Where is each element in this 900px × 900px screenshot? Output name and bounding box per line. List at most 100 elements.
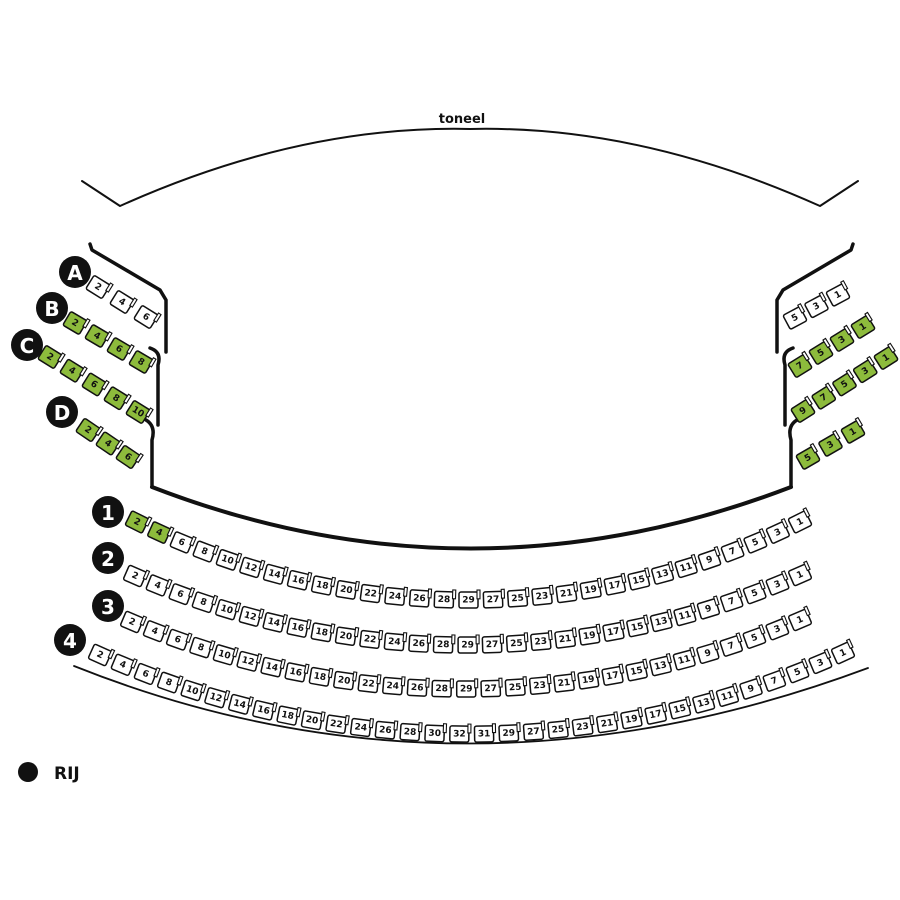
seat-box-D-2[interactable]: 2 [75,416,104,443]
seat-row3-2[interactable]: 2 [120,609,148,634]
seat-right-box1-5[interactable]: 5 [782,303,809,330]
seat-row1-17[interactable]: 17 [603,572,628,596]
seat-box-B-4[interactable]: 4 [84,323,113,349]
seat-right-box4-3[interactable]: 3 [817,429,844,457]
seat-row4-17[interactable]: 17 [644,701,668,725]
seat-row4-11[interactable]: 11 [715,682,740,707]
seat-row3-14[interactable]: 14 [260,655,286,678]
seat-row4-3[interactable]: 3 [808,648,834,675]
seat-row3-16[interactable]: 16 [284,661,310,683]
seat-right-box1-1[interactable]: 1 [825,280,852,307]
seat-row3-10[interactable]: 10 [212,643,239,666]
seat-row3-9[interactable]: 9 [696,639,721,664]
seat-row2-12[interactable]: 12 [238,604,265,627]
seat-box-D-4[interactable]: 4 [95,430,124,457]
seat-row2-29[interactable]: 29 [457,634,480,654]
seat-row1-9[interactable]: 9 [697,545,723,571]
seat-box-C-2[interactable]: 2 [37,343,66,369]
seat-row2-16[interactable]: 16 [286,616,312,638]
seat-row2-6[interactable]: 6 [168,582,196,606]
seat-row1-14[interactable]: 14 [262,562,289,585]
seat-row1-3[interactable]: 3 [765,517,792,544]
seat-row1-24[interactable]: 24 [384,585,409,606]
seat-row1-10[interactable]: 10 [215,547,243,571]
seat-row1-7[interactable]: 7 [720,537,746,563]
seat-row4-9[interactable]: 9 [739,675,765,700]
seat-box-C-6[interactable]: 6 [81,371,110,397]
seat-row3-28[interactable]: 28 [431,678,455,698]
seat-row2-22[interactable]: 22 [359,628,384,649]
seat-row3-26[interactable]: 26 [406,677,430,697]
seat-row2-1[interactable]: 1 [787,560,813,587]
seat-row3-11[interactable]: 11 [672,646,698,671]
seat-row1-6[interactable]: 6 [169,530,197,555]
seat-row1-1[interactable]: 1 [787,507,814,534]
seat-row1-18[interactable]: 18 [310,574,337,596]
seat-right-box3-1[interactable]: 1 [873,342,900,370]
seat-right-box4-1[interactable]: 1 [840,416,867,444]
seat-right-box1-3[interactable]: 3 [803,291,830,319]
seat-row1-13[interactable]: 13 [651,560,676,585]
seat-box-A-2[interactable]: 2 [85,273,114,299]
seat-row3-24[interactable]: 24 [382,675,406,696]
seat-row4-14[interactable]: 14 [228,692,254,715]
seat-row2-13[interactable]: 13 [649,608,675,633]
seat-row4-25[interactable]: 25 [547,718,571,740]
seat-row2-26[interactable]: 26 [408,633,432,653]
seat-row4-13[interactable]: 13 [692,689,717,714]
seat-row1-21[interactable]: 21 [555,581,579,604]
seat-row4-15[interactable]: 15 [668,696,693,720]
seat-row1-28[interactable]: 28 [433,589,457,609]
seat-row3-17[interactable]: 17 [601,663,625,686]
seat-row2-3[interactable]: 3 [765,570,791,596]
seat-row2-17[interactable]: 17 [602,619,626,642]
seat-right-box3-9[interactable]: 9 [790,395,817,423]
seat-box-C-4[interactable]: 4 [59,357,88,383]
seat-box-A-4[interactable]: 4 [109,288,138,314]
seat-row2-4[interactable]: 4 [145,573,173,598]
seat-right-box3-5[interactable]: 5 [831,369,858,397]
seat-row2-7[interactable]: 7 [719,587,745,613]
seat-row3-15[interactable]: 15 [625,658,649,682]
seat-box-D-6[interactable]: 6 [115,443,144,470]
seat-row3-21[interactable]: 21 [553,671,576,693]
seat-right-box2-1[interactable]: 1 [850,311,877,339]
seat-row4-7[interactable]: 7 [762,666,788,692]
seat-row1-4[interactable]: 4 [147,520,175,545]
seat-row1-5[interactable]: 5 [743,528,769,554]
seat-row3-4[interactable]: 4 [142,618,170,643]
seat-row3-8[interactable]: 8 [189,635,216,659]
seat-row4-2[interactable]: 2 [87,642,116,667]
seat-row2-24[interactable]: 24 [383,631,408,652]
seat-row2-20[interactable]: 20 [334,625,360,646]
seat-row2-28[interactable]: 28 [432,634,456,654]
seat-row4-21[interactable]: 21 [595,711,620,734]
seat-row3-23[interactable]: 23 [528,674,552,696]
seat-right-box4-5[interactable]: 5 [795,442,822,470]
seat-row4-30[interactable]: 30 [424,723,448,743]
seat-row3-12[interactable]: 12 [236,649,263,672]
seat-row2-11[interactable]: 11 [673,602,698,627]
seat-row3-22[interactable]: 22 [357,673,382,694]
seat-row4-10[interactable]: 10 [180,678,207,702]
seat-row2-2[interactable]: 2 [122,563,151,588]
seat-row1-11[interactable]: 11 [674,553,699,579]
seat-row4-1[interactable]: 1 [830,638,857,665]
seat-right-box2-3[interactable]: 3 [829,324,856,352]
seat-row4-19[interactable]: 19 [620,706,644,730]
seat-row3-1[interactable]: 1 [787,605,813,632]
seat-row1-12[interactable]: 12 [239,555,266,579]
seat-right-box3-3[interactable]: 3 [852,355,879,384]
seat-row4-27[interactable]: 27 [522,720,546,742]
seat-row3-29[interactable]: 29 [455,678,479,698]
seat-row4-29[interactable]: 29 [498,722,521,743]
seat-row1-8[interactable]: 8 [192,539,220,563]
seat-row4-22[interactable]: 22 [325,713,350,735]
seat-row3-3[interactable]: 3 [765,615,791,641]
seat-row1-29[interactable]: 29 [458,589,481,609]
seat-right-box2-5[interactable]: 5 [808,337,835,365]
seat-row2-10[interactable]: 10 [215,597,242,621]
seat-row2-25[interactable]: 25 [505,632,529,653]
seat-row3-7[interactable]: 7 [719,632,745,657]
seat-row4-20[interactable]: 20 [300,709,326,731]
